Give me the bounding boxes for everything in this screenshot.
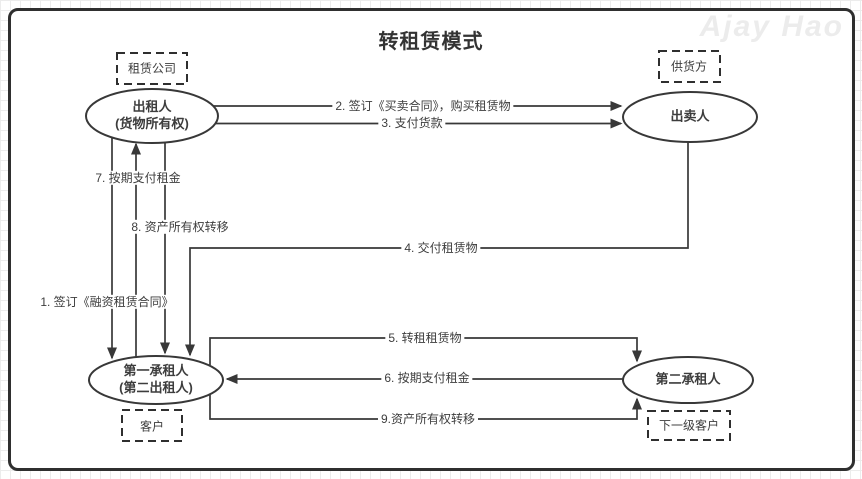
edge-2-label: 2. 签订《买卖合同》，购买租赁物 [332, 98, 514, 114]
watermark: Ajay Hao [699, 10, 844, 43]
lessor-ellipse [85, 88, 219, 144]
edge-5-label: 5. 转租租赁物 [385, 330, 465, 346]
lessor-label: 出租人 (货物所有权) [115, 99, 189, 133]
lessor-label-line1: 出租人 [132, 99, 172, 115]
customer-tag: 客户 [139, 419, 165, 434]
diagram-title: 转租赁模式 [378, 31, 484, 53]
edge-7-label: 7. 按期支付租金 [92, 170, 184, 186]
first-lessee-label-line2: (第二出租人) [119, 380, 193, 395]
supplier-box [658, 50, 721, 83]
next-level-customer-box [647, 410, 731, 441]
seller-label: 出卖人 [670, 108, 710, 124]
edge-3-label: 3. 支付货款 [378, 115, 446, 131]
leasing-company-tag: 租赁公司 [127, 61, 177, 76]
leasing-company-box [116, 52, 188, 85]
first-lessee-ellipse [88, 355, 224, 405]
supplier-tag: 供货方 [670, 59, 708, 74]
seller-ellipse [622, 91, 758, 143]
customer-box [121, 409, 183, 442]
second-lessee-label: 第二承租人 [655, 371, 721, 387]
lessor-label-line2: (货物所有权) [115, 116, 189, 131]
edge-8-label: 8. 资产所有权转移 [128, 219, 232, 235]
edge-6-label: 6. 按期支付租金 [381, 370, 473, 386]
next-level-customer-tag: 下一级客户 [658, 418, 720, 433]
edge-1-label: 1. 签订《融资租赁合同》 [37, 294, 177, 310]
first-lessee-label-line1: 第一承租人 [123, 363, 189, 379]
edge-9-label: 9.资产所有权转移 [377, 411, 479, 427]
second-lessee-ellipse [622, 356, 754, 404]
edge-4-label: 4. 交付租赁物 [401, 240, 481, 256]
first-lessee-label: 第一承租人 (第二出租人) [119, 363, 193, 397]
